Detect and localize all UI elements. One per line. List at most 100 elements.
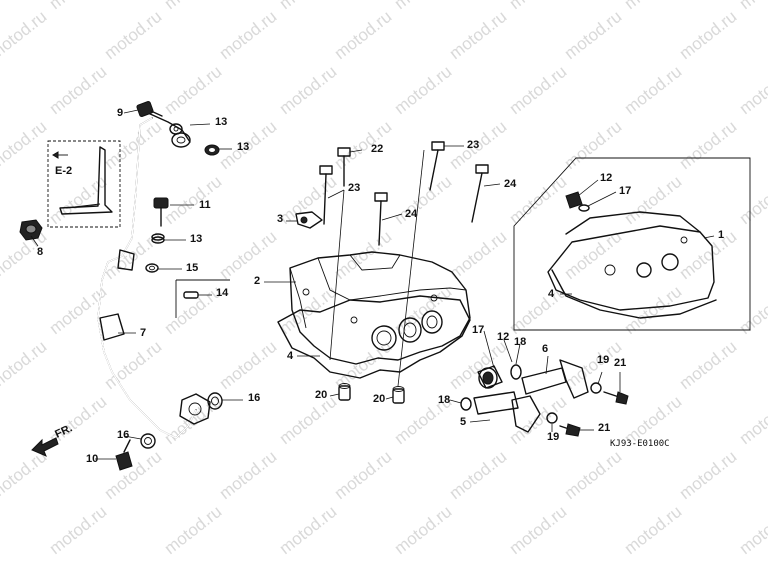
watermark-text: motod.ru: [161, 502, 226, 558]
watermark-text: motod.ru: [101, 7, 166, 63]
watermark-text: motod.ru: [391, 502, 456, 558]
part-9-bolt: [136, 101, 163, 117]
callout-19: 19: [597, 354, 609, 366]
watermark-text: motod.ru: [331, 447, 396, 503]
callout-7: 7: [140, 327, 146, 339]
callout-14: 14: [216, 287, 229, 299]
part-7-oil-pipe: [97, 112, 197, 439]
callout-13: 13: [237, 141, 249, 153]
watermark-text: motod.ru: [561, 447, 626, 503]
watermark-text: motod.ru: [676, 7, 741, 63]
part-11-bolt: [153, 197, 169, 227]
part-15-clip: [145, 263, 159, 273]
part-8-nut: [19, 219, 43, 241]
part-16-washers: [140, 392, 223, 449]
watermark-text: motod.ru: [46, 62, 111, 118]
watermark-text: motod.ru: [46, 172, 111, 228]
watermark-text: motod.ru: [276, 392, 341, 448]
callout-5: 5: [460, 416, 466, 428]
part-10-bolt: [115, 439, 133, 471]
callout-23: 23: [467, 139, 479, 151]
alt-cover-inset: [513, 157, 751, 331]
watermark-text: motod.ru: [276, 0, 341, 13]
watermark-text: motod.ru: [736, 0, 768, 13]
callout-18: 18: [514, 336, 526, 348]
part-20-dowels: [338, 383, 405, 404]
watermark-text: motod.ru: [161, 62, 226, 118]
callout-19: 19: [547, 431, 559, 443]
drawing-code: KJ93-E0100C: [610, 439, 670, 449]
watermark-text: motod.ru: [331, 7, 396, 63]
callout-11: 11: [199, 199, 211, 211]
callout-15: 15: [186, 262, 198, 274]
callout-13: 13: [215, 116, 227, 128]
watermark-text: motod.ru: [101, 227, 166, 283]
callout-8: 8: [37, 246, 43, 258]
watermark-text: motod.ru: [216, 447, 281, 503]
watermark-text: motod.ru: [561, 227, 626, 283]
callout-1: 1: [718, 229, 724, 241]
callout-23: 23: [348, 182, 360, 194]
part-21-bolts: [559, 391, 629, 437]
callout-17: 17: [472, 324, 484, 336]
watermark-text: motod.ru: [391, 172, 456, 228]
watermark-text: motod.ru: [101, 447, 166, 503]
callout-12: 12: [497, 331, 509, 343]
cylinder-head-cover: [277, 251, 471, 379]
watermark-text: motod.ru: [46, 0, 111, 13]
watermark-text: motod.ru: [446, 337, 511, 393]
watermark-text: motod.ru: [276, 502, 341, 558]
pipe-union-nut: [179, 393, 211, 425]
watermark-text: motod.ru: [0, 7, 50, 63]
callout-16: 16: [117, 429, 129, 441]
watermark-text: motod.ru: [216, 7, 281, 63]
watermark-text: motod.ru: [506, 502, 571, 558]
callout-22: 22: [371, 143, 383, 155]
watermark-text: motod.ru: [46, 502, 111, 558]
watermark-text: motod.ru: [736, 392, 768, 448]
callout-labels: 1234456789101112121313131415161617171818…: [37, 107, 724, 465]
part-17-plug: [477, 365, 503, 389]
watermark-text: motod.ru: [161, 392, 226, 448]
callout-24: 24: [504, 178, 517, 190]
callout-21: 21: [614, 357, 626, 369]
callout-12: 12: [600, 172, 612, 184]
watermark-text: motod.ru: [101, 117, 166, 173]
watermark-text: motod.ru: [676, 337, 741, 393]
callout-10: 10: [86, 453, 98, 465]
watermark-text: motod.ru: [621, 172, 686, 228]
watermark-text: motod.ru: [506, 62, 571, 118]
callout-21: 21: [598, 422, 610, 434]
watermark-text: motod.ru: [276, 62, 341, 118]
part-6-shaft: [521, 359, 602, 399]
watermark-text: motod.ru: [391, 62, 456, 118]
watermark-text: motod.ru: [736, 502, 768, 558]
watermark-text: motod.ru: [331, 117, 396, 173]
inset-ref-label: E-2: [55, 165, 72, 177]
watermark-text: motod.ru: [446, 227, 511, 283]
watermark-text: motod.ru: [161, 0, 226, 13]
watermark-text: motod.ru: [621, 502, 686, 558]
callout-6: 6: [542, 343, 548, 355]
part-13-washers: [151, 123, 220, 244]
bracket-inset: E-2: [47, 140, 121, 228]
watermark-text: motod.ru: [561, 7, 626, 63]
part-18-o-rings: [460, 364, 522, 411]
watermark-text: motod.ru: [736, 62, 768, 118]
callout-24: 24: [405, 208, 418, 220]
watermark-text: motod.ru: [506, 0, 571, 13]
watermark-text: motod.ru: [216, 227, 281, 283]
part-5-shaft: [473, 391, 558, 433]
watermark-text: motod.ru: [101, 337, 166, 393]
watermark-text: motod.ru: [446, 447, 511, 503]
watermark-text: motod.ru: [676, 227, 741, 283]
watermark-text: motod.ru: [621, 62, 686, 118]
callout-18: 18: [438, 394, 450, 406]
watermark-text: motod.ru: [0, 337, 50, 393]
callout-4: 4: [287, 350, 294, 362]
watermark-text: motod.ru: [736, 172, 768, 228]
callout-16: 16: [248, 392, 260, 404]
callout-20: 20: [315, 389, 327, 401]
watermark-text: motod.ru: [446, 7, 511, 63]
